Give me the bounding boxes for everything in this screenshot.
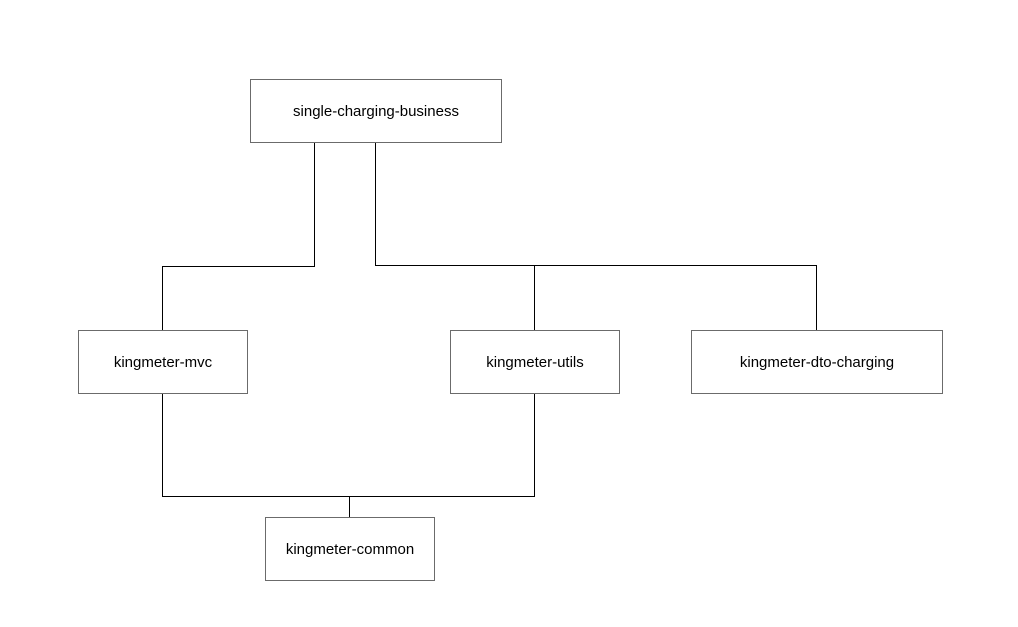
- module-node-kingmeter-common: kingmeter-common: [265, 517, 435, 581]
- module-node-kingmeter-dto-charging: kingmeter-dto-charging: [691, 330, 943, 394]
- edge-business-to-utils: [375, 143, 535, 330]
- module-node-kingmeter-utils: kingmeter-utils: [450, 330, 620, 394]
- edge-business-to-mvc: [162, 143, 315, 330]
- module-label: kingmeter-common: [285, 540, 415, 558]
- module-node-kingmeter-mvc: kingmeter-mvc: [78, 330, 248, 394]
- module-label: kingmeter-utils: [486, 353, 584, 371]
- edge-mvc-to-common: [162, 394, 350, 517]
- module-label: kingmeter-mvc: [113, 353, 213, 371]
- module-label: kingmeter-dto-charging: [739, 353, 895, 371]
- module-label: single-charging-business: [293, 102, 459, 120]
- edge-business-to-dto: [534, 265, 817, 330]
- edge-utils-to-common: [349, 394, 535, 497]
- module-node-single-charging-business: single-charging-business: [250, 79, 502, 143]
